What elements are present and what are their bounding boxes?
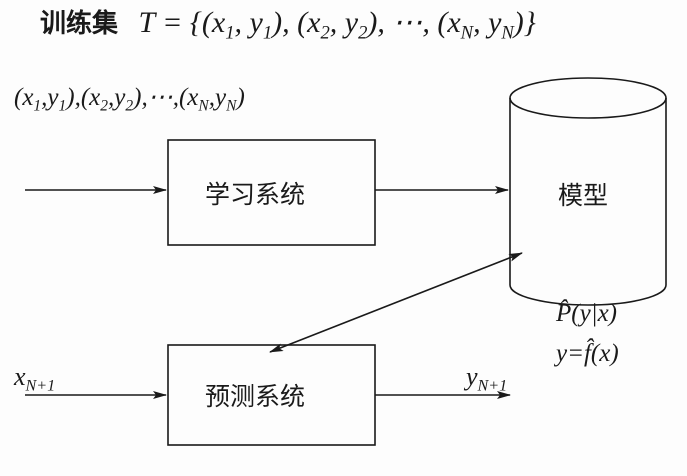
- model-prediction-double-arrow: [269, 252, 523, 353]
- learning-system-label: 学习系统: [205, 180, 306, 209]
- learning-system-box: [167, 139, 376, 246]
- subscript: N: [501, 22, 514, 44]
- subscript: 1: [262, 22, 273, 44]
- subscript: N: [226, 97, 237, 115]
- training-set-label: 训练集: [40, 9, 119, 39]
- training-set-formula: T = {(x1, y1), (x2, y2), ⋯, (xN, yN)}: [138, 6, 536, 44]
- subscript: 2: [125, 97, 134, 115]
- new-output-label: yN+1: [466, 362, 508, 395]
- subscript: 1: [33, 97, 42, 115]
- prediction-system-label: 预测系统: [205, 382, 306, 411]
- subscript: N: [198, 97, 209, 115]
- subscript: N+1: [477, 377, 508, 395]
- subscript: N+1: [25, 377, 56, 395]
- subscript: 2: [100, 97, 109, 115]
- model-label: 模型: [558, 181, 609, 210]
- subscript: 1: [58, 97, 67, 115]
- subscript: N: [460, 22, 474, 44]
- subscript: 2: [358, 22, 368, 44]
- training-samples-label: (x1,y1),(x2,y2),⋯,(xN,yN): [14, 84, 245, 115]
- model-probability-label: P̂(y|x): [556, 300, 617, 327]
- model-function-label: y=f̂(x): [556, 340, 619, 367]
- subscript: 2: [320, 22, 330, 44]
- new-input-label: xN+1: [14, 362, 56, 395]
- subscript: 1: [225, 22, 235, 44]
